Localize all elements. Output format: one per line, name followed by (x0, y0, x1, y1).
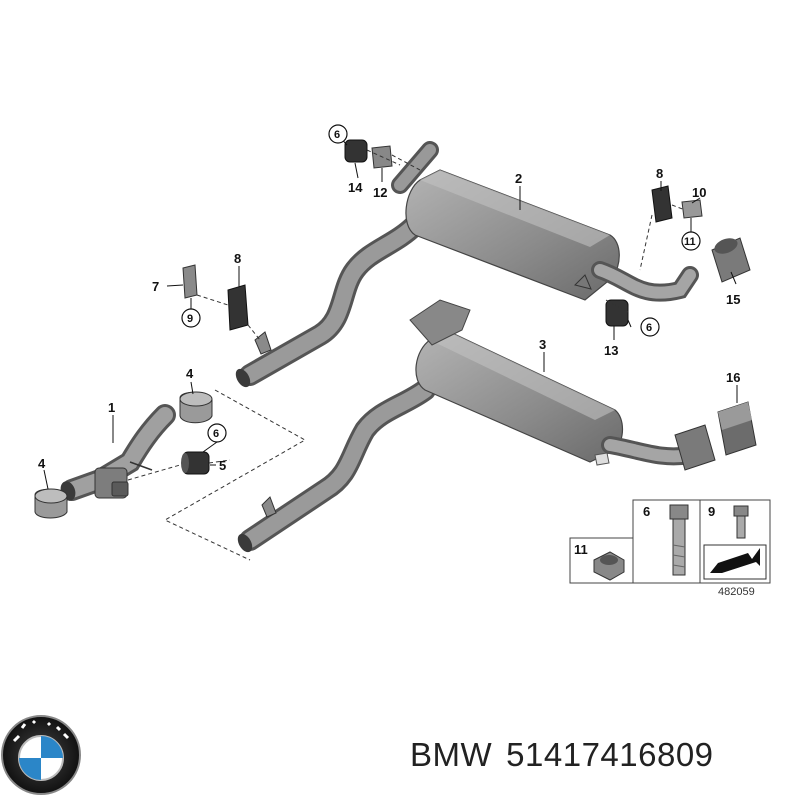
callout-4-upper: 4 (186, 366, 194, 381)
clamp-upper (179, 391, 213, 424)
part-number: 51417416809 (506, 736, 714, 773)
bmw-logo (1, 715, 81, 795)
callout-15: 15 (726, 292, 740, 307)
callout-14: 14 (348, 180, 363, 195)
callout-10: 10 (692, 185, 706, 200)
callout-4-lower: 4 (38, 456, 46, 471)
callout-16: 16 (726, 370, 740, 385)
callout-6-left: 6 (213, 428, 219, 440)
callout-9: 9 (187, 313, 193, 325)
flange-nut-icon (593, 551, 625, 581)
callout-3: 3 (539, 337, 546, 352)
circled-callouts (181, 124, 701, 443)
clamp-lower (34, 488, 68, 519)
legend-number-9: 9 (708, 504, 715, 519)
callout-labels: 1 2 3 4 4 5 7 8 8 10 12 13 14 15 16 (38, 166, 740, 473)
callout-6-top: 6 (334, 129, 340, 141)
callout-2: 2 (515, 171, 522, 186)
tailpipe-trim-15 (711, 237, 751, 283)
part-caption: BMW 51417416809 (410, 736, 728, 774)
callout-13: 13 (604, 343, 618, 358)
drawing-number: 482059 (718, 586, 755, 598)
callout-8-left: 8 (234, 251, 241, 266)
screw-icon (733, 505, 749, 539)
bolt-icon (669, 504, 689, 576)
callout-11: 11 (684, 236, 696, 248)
callout-6-right: 6 (646, 322, 652, 334)
rubber-mount-8-left (227, 284, 249, 331)
rear-silencer-upper (235, 141, 699, 388)
rubber-mount-8-right (651, 185, 673, 223)
callout-1: 1 (108, 400, 115, 415)
callout-8-right: 8 (656, 166, 663, 181)
fastener-legend: 11 6 9 482059 (569, 499, 771, 598)
brand-name: BMW (410, 736, 493, 773)
tailpipe-trim-16 (717, 401, 757, 456)
legend-number-11: 11 (574, 542, 588, 557)
connector-lines (127, 149, 686, 561)
rubber-mount-13 (605, 299, 629, 327)
rear-silencer-lower (237, 299, 716, 553)
circled-callout-labels: 6 6 6 9 11 (187, 129, 696, 440)
callout-7: 7 (152, 279, 159, 294)
callout-12: 12 (373, 185, 387, 200)
rubber-mount-5 (181, 451, 210, 475)
legend-number-6: 6 (643, 504, 650, 519)
bracket-10 (681, 199, 703, 219)
mounting-direction-icon (703, 544, 767, 580)
front-pipe (60, 404, 176, 501)
bracket-7 (182, 264, 198, 299)
callout-5: 5 (219, 458, 226, 473)
rubber-mount-14 (344, 139, 368, 163)
